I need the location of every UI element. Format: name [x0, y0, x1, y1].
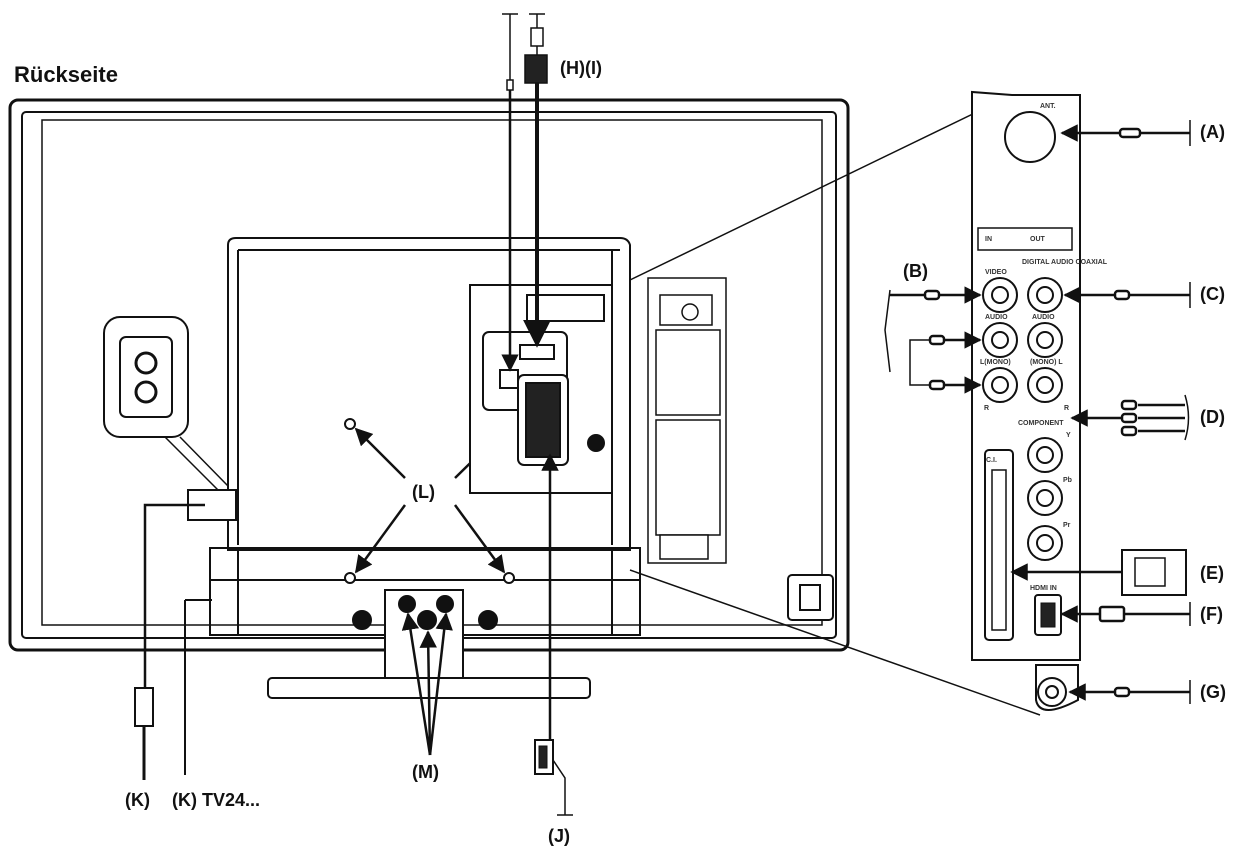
panel-digital-audio-text: DIGITAL AUDIO COAXIAL	[1022, 259, 1108, 266]
zoomed-panel-text: ANT. IN OUT VIDEO DIGITAL AUDIO COAXIAL …	[980, 103, 1108, 592]
frame-clip	[787, 574, 834, 621]
panel-y-text: Y	[1066, 432, 1071, 439]
label-d: (D)	[1200, 407, 1225, 427]
label-a: (A)	[1200, 122, 1225, 142]
rear-housing	[227, 237, 631, 551]
side-connector-strip	[647, 277, 727, 564]
rear-connector-module	[469, 284, 613, 494]
panel-component-text: COMPONENT	[1018, 420, 1064, 427]
panel-audio-in-text: AUDIO	[985, 314, 1008, 321]
stand-screw-arrows	[401, 612, 453, 756]
label-e: (E)	[1200, 563, 1224, 583]
scart-cable	[534, 453, 573, 816]
stand	[209, 547, 641, 699]
page-title: Rückseite	[14, 62, 118, 87]
label-c: (C)	[1200, 284, 1225, 304]
power-socket-callout	[103, 316, 237, 521]
panel-lmono-out-text: (MONO) L	[1030, 359, 1063, 366]
panel-pr-text: Pr	[1063, 522, 1071, 529]
label-k-power: (K)	[125, 790, 150, 810]
panel-ci-text: C.I.	[986, 457, 997, 464]
panel-lmono-in-text: L(MONO)	[980, 359, 1011, 366]
panel-in-text: IN	[985, 236, 992, 243]
label-f: (F)	[1200, 604, 1223, 624]
label-hi: (H)(I)	[560, 58, 602, 78]
label-l: (L)	[412, 482, 435, 502]
panel-audio-out-text: AUDIO	[1032, 314, 1055, 321]
top-cables	[501, 13, 551, 372]
connection-arrows	[884, 120, 1191, 704]
label-g: (G)	[1200, 682, 1226, 702]
panel-video-text: VIDEO	[985, 269, 1007, 276]
panel-hdmi-text: HDMI IN	[1030, 585, 1057, 592]
label-j: (J)	[548, 826, 570, 846]
power-cable	[134, 503, 212, 780]
zoom-lines	[629, 94, 1041, 716]
label-k-tv24: (K) TV24...	[172, 790, 261, 810]
panel-r-out-text: R	[1064, 405, 1069, 412]
panel-r-in-text: R	[984, 405, 989, 412]
label-b: (B)	[903, 261, 928, 281]
label-m: (M)	[412, 762, 439, 782]
panel-out-text: OUT	[1030, 236, 1046, 243]
panel-ant-text: ANT.	[1040, 103, 1056, 110]
panel-pb-text: Pb	[1063, 477, 1072, 484]
zoomed-side-panel	[971, 90, 1081, 711]
